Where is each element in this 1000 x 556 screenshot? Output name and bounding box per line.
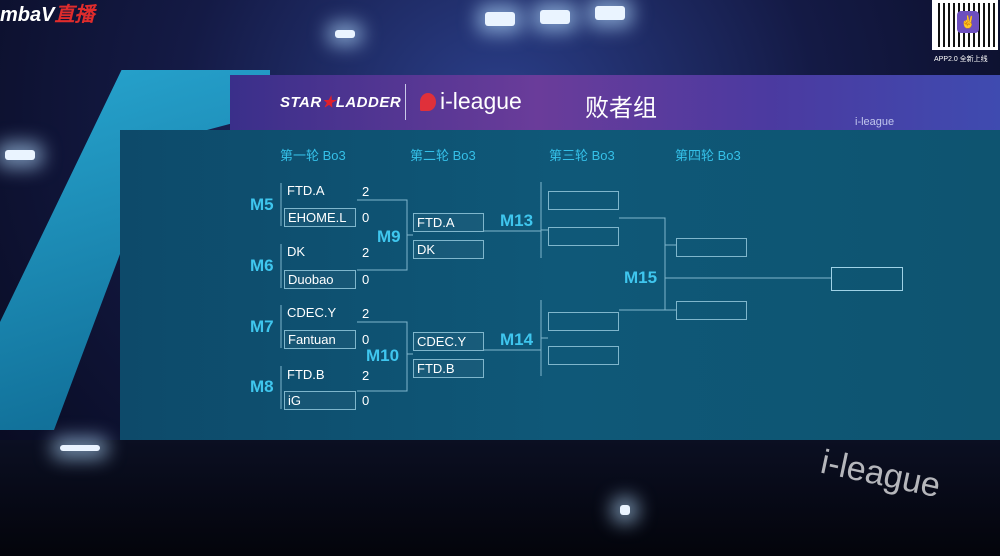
app-icon: ✌ bbox=[957, 11, 979, 33]
stage-floor bbox=[0, 440, 1000, 556]
header-banner bbox=[230, 75, 1000, 130]
team-name: FTD.B bbox=[287, 367, 325, 382]
stage-light bbox=[595, 6, 625, 20]
stage-light bbox=[5, 150, 35, 160]
bracket-title: 败者组 bbox=[585, 95, 657, 122]
empty-slot bbox=[548, 346, 619, 365]
logo-divider bbox=[405, 84, 406, 120]
starladder-logo: STAR★LADDER bbox=[280, 94, 402, 111]
team-name: FTD.B bbox=[413, 359, 484, 378]
match-label: M15 bbox=[624, 268, 658, 287]
broadcaster-watermark: mbaV直播 bbox=[0, 4, 95, 26]
team-name: EHOME.L bbox=[284, 208, 356, 227]
empty-slot bbox=[548, 312, 619, 331]
empty-slot bbox=[548, 191, 619, 210]
match-label: M6 bbox=[250, 256, 274, 275]
team-score: 0 bbox=[362, 210, 370, 225]
team-name: Fantuan bbox=[284, 330, 356, 349]
team-name: FTD.A bbox=[413, 213, 484, 232]
match-label: M13 bbox=[500, 211, 534, 230]
round-header: 第四轮 Bo3 bbox=[675, 148, 741, 163]
team-name: FTD.A bbox=[287, 183, 325, 198]
match-label: M14 bbox=[500, 330, 534, 349]
match-label: M9 bbox=[377, 227, 401, 246]
team-name: DK bbox=[413, 240, 484, 259]
stage-light bbox=[620, 505, 630, 515]
team-score: 2 bbox=[362, 368, 370, 383]
ileague-mark-icon bbox=[420, 93, 436, 111]
team-score: 2 bbox=[362, 245, 370, 260]
stage-light bbox=[485, 12, 515, 26]
team-score: 0 bbox=[362, 272, 370, 287]
winner-slot bbox=[831, 267, 903, 291]
team-name: DK bbox=[287, 244, 306, 259]
empty-slot bbox=[676, 301, 747, 320]
match-label: M10 bbox=[366, 346, 400, 365]
ileague-logo: i-league bbox=[420, 88, 522, 115]
bracket-panel bbox=[120, 130, 1000, 440]
qr-caption: APP2.0 全新上线 bbox=[934, 56, 988, 63]
team-name: CDEC.Y bbox=[287, 305, 337, 320]
match-label: M7 bbox=[250, 317, 274, 336]
qr-code: ✌ bbox=[932, 0, 998, 50]
team-score: 2 bbox=[362, 306, 370, 321]
team-name: Duobao bbox=[284, 270, 356, 289]
team-name: iG bbox=[284, 391, 356, 410]
round-header: 第一轮 Bo3 bbox=[280, 148, 346, 163]
round-header: 第二轮 Bo3 bbox=[410, 148, 476, 163]
team-score: 0 bbox=[362, 393, 370, 408]
match-label: M5 bbox=[250, 195, 274, 214]
stage-logo: i-league bbox=[855, 116, 895, 128]
stage-light bbox=[60, 445, 100, 451]
empty-slot bbox=[548, 227, 619, 246]
stage-light bbox=[335, 30, 355, 38]
team-score: 2 bbox=[362, 184, 370, 199]
round-header: 第三轮 Bo3 bbox=[549, 148, 615, 163]
empty-slot bbox=[676, 238, 747, 257]
team-score: 0 bbox=[362, 332, 370, 347]
stage-light bbox=[540, 10, 570, 24]
match-label: M8 bbox=[250, 377, 274, 396]
team-name: CDEC.Y bbox=[413, 332, 484, 351]
